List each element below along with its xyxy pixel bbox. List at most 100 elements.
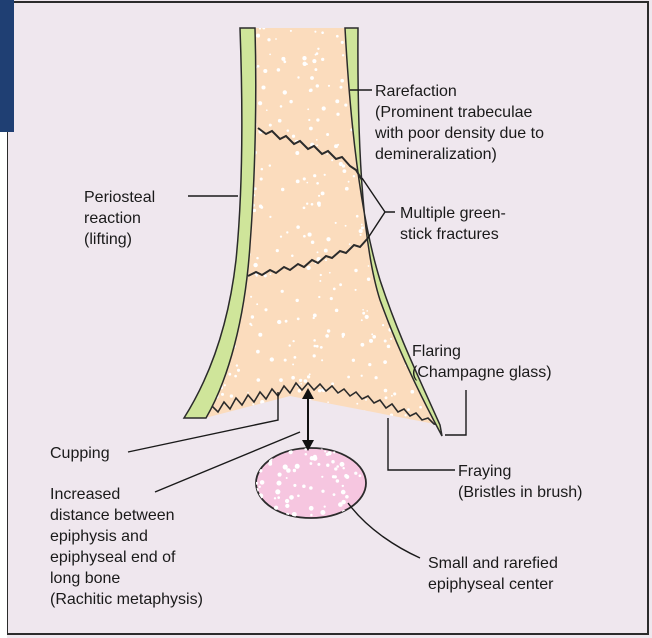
epiphysis-dot [317, 463, 320, 466]
label-cupping: Cupping [50, 445, 110, 462]
trabecula-dot [295, 299, 298, 302]
epiphysis-dot [326, 464, 329, 467]
trabecula-dot [283, 60, 286, 63]
epiphysis-dot [344, 474, 348, 478]
label-line: epiphyseal end of [50, 549, 176, 566]
trabecula-dot [247, 392, 249, 394]
trabecula-dot [269, 124, 272, 127]
epiphysis-dot [336, 465, 339, 468]
trabecula-dot [356, 403, 358, 405]
trabecula-dot [308, 233, 312, 237]
trabecula-dot [311, 240, 315, 244]
epiphysis-dot [305, 453, 308, 456]
epiphysis-dot [275, 489, 280, 494]
epiphysis-dot [289, 495, 294, 500]
trabecula-dot [275, 38, 277, 40]
trabecula-dot [302, 56, 306, 60]
epiphysis-dot [285, 504, 289, 508]
epiphysis-dot [333, 493, 336, 496]
trabecula-dot [320, 346, 323, 349]
trabecula-dot [313, 354, 316, 357]
trabecula-dot [382, 324, 384, 326]
trabecula-dot [419, 406, 422, 409]
trabecula-dot [317, 48, 319, 50]
trabecula-dot [264, 308, 267, 311]
label-line: demineralization) [375, 146, 497, 163]
trabecula-dot [303, 177, 306, 180]
trabecula-dot [318, 195, 320, 197]
epiphysis-dot [274, 497, 276, 499]
trabecula-dot [261, 85, 265, 89]
trabecula-dot [283, 90, 287, 94]
trabecula-dot [280, 105, 283, 108]
epiphysis-dot [277, 496, 280, 499]
epiphysis-dot [331, 460, 334, 463]
epiphysis-dot [328, 451, 332, 455]
trabecula-dot [280, 235, 282, 237]
trabecula-dot [320, 274, 322, 276]
trabecula-dot [344, 104, 347, 107]
trabecula-dot [256, 350, 260, 354]
trabecula-dot [277, 320, 281, 324]
left-margin [0, 132, 7, 638]
label-line: (Rachitic metaphysis) [50, 591, 203, 608]
trabecula-dot [331, 159, 333, 161]
trabecula-dot [365, 315, 369, 319]
trabecula-dot [224, 384, 226, 386]
trabecula-dot [335, 99, 339, 103]
epiphysis-dot [286, 477, 288, 479]
trabecula-dot [313, 174, 316, 177]
label-line: reaction [84, 210, 141, 227]
trabecula-dot [348, 181, 350, 183]
trabecula-dot [310, 76, 314, 80]
trabecula-dot [347, 376, 350, 379]
epiphysis-dot [342, 467, 344, 469]
trabecula-dot [221, 393, 224, 396]
trabecula-dot [315, 54, 317, 56]
trabecula-dot [336, 113, 339, 116]
trabecula-dot [303, 235, 306, 238]
label-line: with poor density due to [374, 125, 544, 142]
epiphysis-dot [297, 495, 300, 498]
label-line: (Prominent trabeculae [375, 104, 533, 121]
trabecula-dot [324, 249, 328, 253]
epiphysis-dot [332, 475, 335, 478]
trabecula-dot [361, 343, 365, 347]
trabecula-dot [252, 403, 254, 405]
label-line: Cupping [50, 445, 110, 462]
trabecula-dot [385, 396, 388, 399]
trabecula-dot [316, 145, 318, 147]
trabecula-dot [345, 225, 347, 227]
epiphysis-dot [269, 460, 272, 463]
trabecula-dot [353, 175, 355, 177]
trabecula-dot [359, 229, 363, 233]
label-line: epiphysis and [50, 528, 148, 545]
trabecula-dot [297, 76, 299, 78]
trabecula-dot [250, 296, 252, 298]
trabecula-dot [340, 79, 344, 83]
trabecula-dot [343, 169, 347, 173]
epiphysis-dot [276, 481, 281, 486]
trabecula-dot [311, 203, 314, 206]
trabecula-dot [269, 54, 271, 56]
trabecula-dot [296, 179, 300, 183]
trabecula-dot [291, 255, 294, 258]
label-line: Rarefaction [375, 83, 457, 100]
trabecula-dot [316, 84, 319, 87]
epiphysis-dot [320, 510, 325, 515]
trabecula-dot [330, 297, 333, 300]
trabecula-dot [289, 100, 292, 103]
epiphysis-dot [309, 486, 313, 490]
trabecula-dot [342, 335, 344, 337]
trabecula-dot [383, 360, 387, 364]
epiphysis-dot [336, 479, 339, 482]
trabecula-dot [257, 65, 260, 68]
trabecula-dot [236, 364, 238, 366]
trabecula-dot [355, 289, 357, 291]
epiphysis-dot [283, 464, 288, 469]
epiphysis-dot [321, 490, 324, 493]
trabecula-dot [307, 108, 309, 110]
trabecula-dot [410, 390, 414, 394]
epiphysis-dot [293, 469, 296, 472]
